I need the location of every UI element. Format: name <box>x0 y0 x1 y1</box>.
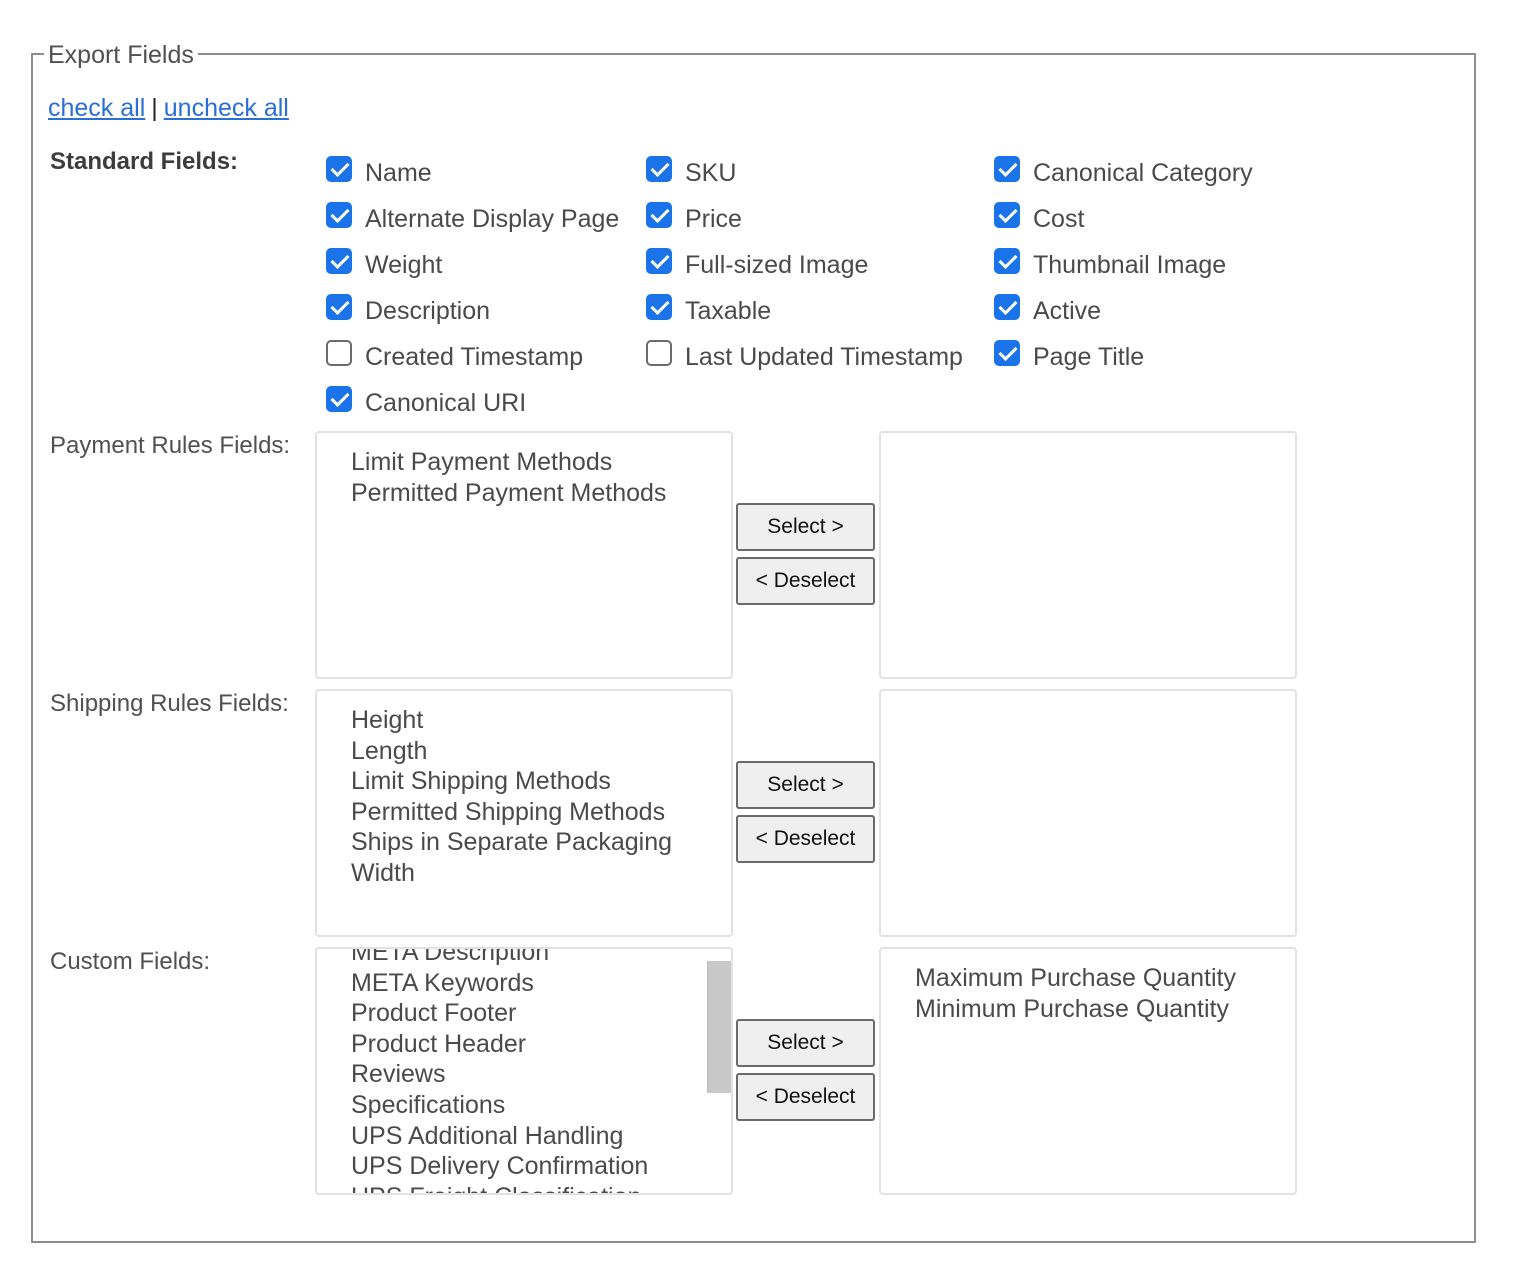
payment-selected-listbox[interactable] <box>879 431 1297 679</box>
custom-select-button[interactable]: Select > <box>736 1019 875 1067</box>
standard-field-label: Created Timestamp <box>365 343 584 371</box>
standard-field-label: SKU <box>685 159 737 187</box>
standard-field-label: Full-sized Image <box>685 251 869 279</box>
standard-field-label: Name <box>365 159 432 187</box>
list-option[interactable]: Minimum Purchase Quantity <box>915 994 1230 1023</box>
checkbox-checked[interactable] <box>994 202 1020 228</box>
standard-fields-label: Standard Fields: <box>50 148 239 175</box>
standard-field-label: Alternate Display Page <box>365 205 620 233</box>
checkbox-checked[interactable] <box>646 294 672 320</box>
checkbox-checked[interactable] <box>326 294 352 320</box>
list-option[interactable]: UPS Additional Handling <box>351 1121 624 1150</box>
checkbox-checked[interactable] <box>326 248 352 274</box>
checkbox-unchecked[interactable] <box>326 340 352 366</box>
checkbox-checked[interactable] <box>994 340 1020 366</box>
standard-field-label: Weight <box>365 251 443 279</box>
standard-field-option[interactable]: Description <box>326 294 491 326</box>
checkbox-checked[interactable] <box>994 294 1020 320</box>
list-option[interactable]: Maximum Purchase Quantity <box>915 964 1236 992</box>
standard-field-option[interactable]: Thumbnail Image <box>994 248 1227 280</box>
payment-select-button[interactable]: Select > <box>736 503 875 551</box>
standard-field-label: Description <box>365 297 491 325</box>
checkbox-checked[interactable] <box>646 202 672 228</box>
standard-field-option[interactable]: Full-sized Image <box>646 248 869 280</box>
standard-field-label: Thumbnail Image <box>1033 251 1227 279</box>
check-all-link[interactable]: check all <box>48 94 146 122</box>
list-option[interactable]: Product Header <box>351 1029 527 1058</box>
standard-field-option[interactable]: Name <box>326 156 432 188</box>
list-option[interactable]: UPS Delivery Confirmation <box>351 1152 649 1181</box>
payment-deselect-button[interactable]: < Deselect <box>736 557 875 605</box>
standard-field-option[interactable]: Created Timestamp <box>326 340 584 372</box>
checkbox-checked[interactable] <box>994 156 1020 182</box>
list-option[interactable]: Reviews <box>351 1060 446 1089</box>
list-option[interactable]: Height <box>351 706 424 734</box>
list-option[interactable]: Permitted Payment Methods <box>351 478 667 507</box>
standard-field-label: Taxable <box>685 297 772 325</box>
list-option[interactable]: Width <box>351 858 415 887</box>
checkbox-checked[interactable] <box>646 248 672 274</box>
checkbox-unchecked[interactable] <box>646 340 672 366</box>
standard-field-option[interactable]: Price <box>646 202 742 234</box>
standard-field-label: Cost <box>1033 205 1085 233</box>
uncheck-all-link[interactable]: uncheck all <box>163 94 289 122</box>
standard-field-option[interactable]: SKU <box>646 156 737 188</box>
standard-field-label: Page Title <box>1033 343 1145 371</box>
check-links: check all|uncheck all <box>48 92 289 124</box>
custom-listbox-scrollbar[interactable] <box>707 961 731 1093</box>
export-fields-fieldset <box>31 53 1476 1243</box>
checkbox-checked[interactable] <box>994 248 1020 274</box>
checkbox-checked[interactable] <box>326 156 352 182</box>
standard-field-option[interactable]: Taxable <box>646 294 772 326</box>
list-option[interactable]: META Description <box>351 947 550 966</box>
link-separator: | <box>151 94 158 122</box>
standard-field-label: Canonical Category <box>1033 159 1253 187</box>
standard-field-option[interactable]: Cost <box>994 202 1085 234</box>
standard-field-option[interactable]: Weight <box>326 248 443 280</box>
standard-field-label: Active <box>1033 297 1102 325</box>
standard-field-option[interactable]: Alternate Display Page <box>326 202 620 234</box>
payment-rules-label: Payment Rules Fields: <box>50 432 291 459</box>
list-option[interactable]: Permitted Shipping Methods <box>351 797 666 826</box>
shipping-deselect-button[interactable]: < Deselect <box>736 815 875 863</box>
standard-field-option[interactable]: Canonical URI <box>326 386 527 418</box>
checkbox-checked[interactable] <box>646 156 672 182</box>
list-option[interactable]: Product Footer <box>351 999 517 1028</box>
standard-field-option[interactable]: Page Title <box>994 340 1145 372</box>
list-option[interactable]: Limit Shipping Methods <box>351 767 611 796</box>
list-option[interactable]: Specifications <box>351 1090 506 1119</box>
list-option[interactable]: META Keywords <box>351 968 534 997</box>
list-option[interactable]: Ships in Separate Packaging <box>351 828 673 857</box>
shipping-selected-listbox[interactable] <box>879 689 1297 937</box>
list-option[interactable]: Limit Payment Methods <box>351 448 613 476</box>
list-option[interactable]: UPS Freight Classification <box>351 1182 701 1193</box>
standard-field-label: Price <box>685 205 742 233</box>
standard-field-option[interactable]: Canonical Category <box>994 156 1253 188</box>
fieldset-legend: Export Fields <box>44 40 198 70</box>
checkbox-checked[interactable] <box>326 202 352 228</box>
shipping-select-button[interactable]: Select > <box>736 761 875 809</box>
shipping-rules-label: Shipping Rules Fields: <box>50 690 289 717</box>
standard-field-label: Last Updated Timestamp <box>685 343 963 371</box>
list-option[interactable]: Length <box>351 736 428 765</box>
standard-field-option[interactable]: Last Updated Timestamp <box>646 340 963 372</box>
custom-fields-label: Custom Fields: <box>50 948 211 975</box>
checkbox-checked[interactable] <box>326 386 352 412</box>
standard-field-option[interactable]: Active <box>994 294 1102 326</box>
custom-deselect-button[interactable]: < Deselect <box>736 1073 875 1121</box>
standard-field-label: Canonical URI <box>365 389 527 417</box>
